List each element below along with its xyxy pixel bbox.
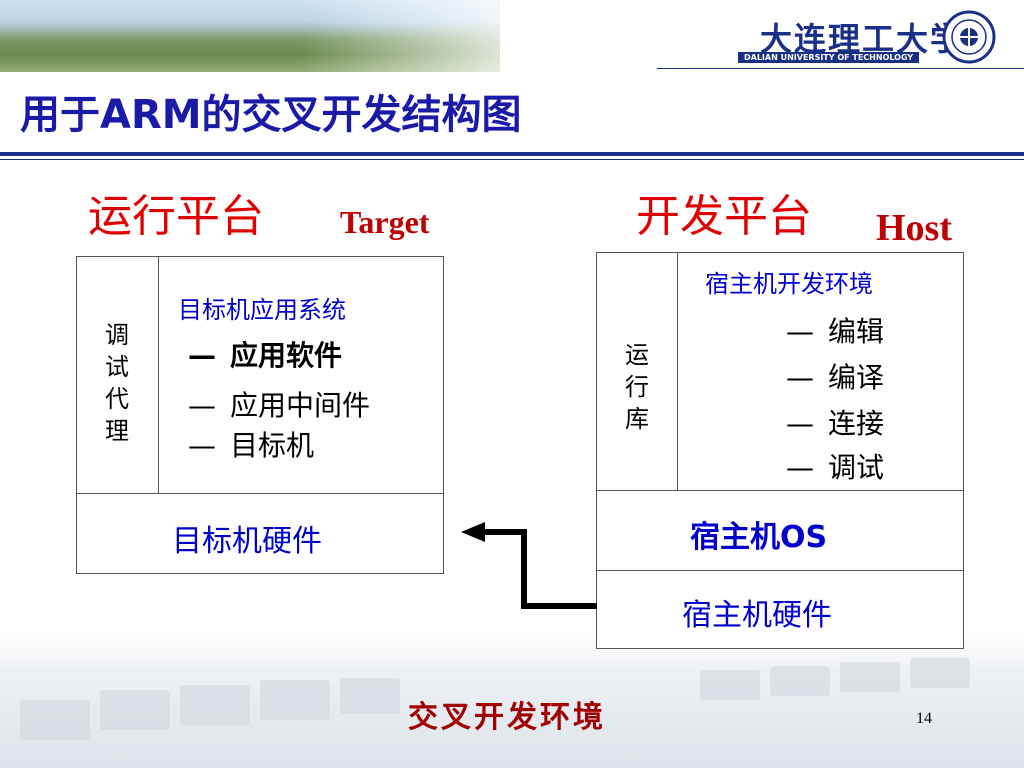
host-item: —编译 — [786, 361, 885, 394]
target-divider-horizontal — [77, 493, 443, 494]
target-app-system-title: 目标机应用系统 — [178, 296, 346, 324]
runtime-library-char: 库 — [625, 405, 649, 433]
host-heading-en: Host — [876, 207, 952, 249]
host-item: —连接 — [786, 407, 885, 440]
host-divider-os — [597, 490, 963, 491]
keyboard-background — [0, 630, 1024, 768]
host-hardware-label: 宿主机硬件 — [682, 598, 832, 633]
target-divider-vertical — [158, 257, 159, 493]
target-item: —目标机 — [188, 429, 315, 462]
header-rule — [657, 68, 1024, 69]
page-number: 14 — [916, 710, 932, 727]
cross-connection-arrow-icon — [461, 522, 597, 609]
debug-agent-char: 理 — [105, 417, 129, 445]
host-divider-vertical — [677, 253, 678, 490]
target-heading-cn: 运行平台 — [88, 191, 264, 242]
university-logo-text: 大连理工大学 — [760, 20, 965, 58]
university-name-english: DALIAN UNIVERSITY OF TECHNOLOGY — [738, 52, 920, 63]
target-item: —应用软件 — [188, 339, 343, 372]
host-item: —调试 — [786, 451, 885, 484]
debug-agent-char: 代 — [105, 385, 129, 413]
title-underline-thick — [0, 152, 1024, 156]
runtime-library-char: 运 — [625, 341, 649, 369]
target-heading-en: Target — [340, 204, 430, 240]
footer-caption: 交叉开发环境 — [408, 700, 606, 735]
runtime-library-char: 行 — [625, 373, 649, 401]
target-platform-box — [76, 256, 444, 574]
host-platform-box — [596, 252, 964, 649]
debug-agent-char: 试 — [105, 353, 129, 381]
header-photo-fade — [300, 0, 560, 72]
host-heading-cn: 开发平台 — [636, 191, 812, 242]
host-os-label: 宿主机OS — [690, 520, 828, 555]
host-item: —编辑 — [786, 315, 885, 348]
target-item: —应用中间件 — [188, 389, 371, 422]
university-seal-icon — [942, 10, 996, 64]
title-underline-thin — [0, 159, 1024, 160]
host-divider-hardware — [597, 570, 963, 571]
page-title: 用于ARM的交叉开发结构图 — [20, 92, 522, 138]
target-hardware-label: 目标机硬件 — [172, 524, 322, 559]
host-dev-env-title: 宿主机开发环境 — [705, 270, 873, 298]
debug-agent-char: 调 — [105, 321, 129, 349]
